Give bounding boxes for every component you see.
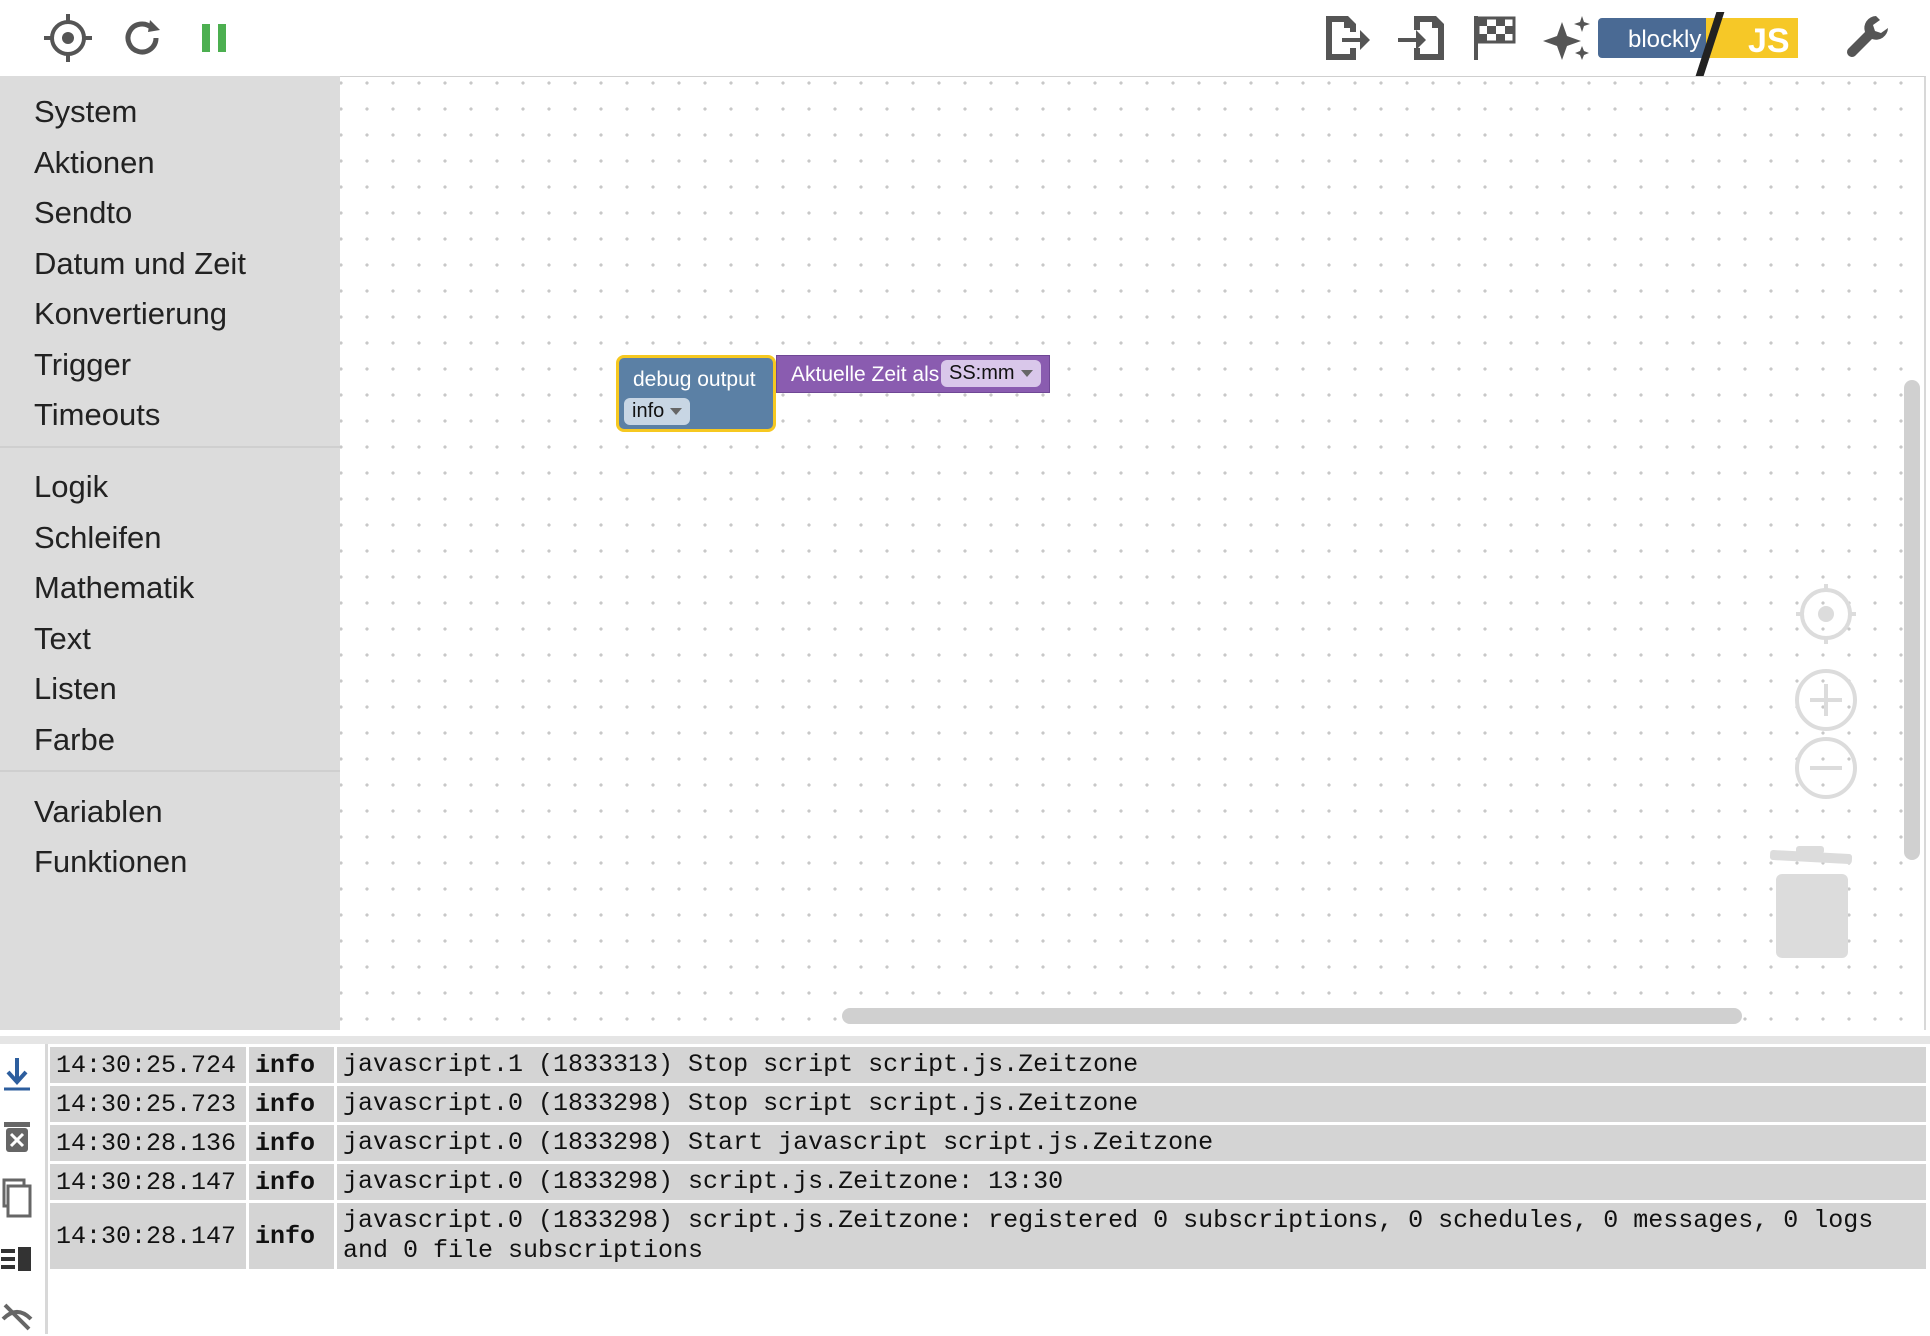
toolbar: blockly JS: [0, 0, 1930, 76]
category-sendto[interactable]: Sendto: [34, 195, 133, 230]
sidebar-separator: [0, 770, 340, 772]
log-time: 14:30:28.147: [50, 1203, 246, 1269]
category-aktionen[interactable]: Aktionen: [34, 145, 155, 180]
category-system[interactable]: System: [34, 94, 138, 129]
category-mathematik[interactable]: Mathematik: [34, 570, 195, 605]
logo-yellow-part: [1706, 18, 1798, 58]
current-time-label: Aktuelle Zeit als: [791, 363, 940, 386]
log-row: 14:30:28.136 info javascript.0 (1833298)…: [50, 1125, 1926, 1161]
chevron-down-icon: [670, 408, 683, 415]
log-message: javascript.1 (1833313) Stop script scrip…: [337, 1047, 1926, 1083]
log-level-dropdown[interactable]: info: [624, 398, 691, 425]
category-timeouts[interactable]: Timeouts: [34, 397, 161, 432]
log-time: 14:30:28.136: [50, 1125, 246, 1161]
copy-icon[interactable]: [0, 1178, 34, 1218]
log-level: info: [249, 1203, 334, 1269]
debug-output-block[interactable]: debug output info: [616, 355, 776, 432]
time-format-value: SS:mm: [949, 362, 1015, 384]
crosshair-icon[interactable]: [40, 12, 96, 64]
reload-icon[interactable]: [114, 12, 170, 64]
category-farbe[interactable]: Farbe: [34, 722, 115, 757]
log-level: info: [249, 1047, 334, 1083]
category-schleifen[interactable]: Schleifen: [34, 520, 162, 555]
horizontal-scrollbar[interactable]: [842, 1008, 1742, 1024]
category-datum-und-zeit[interactable]: Datum und Zeit: [34, 246, 246, 281]
sparkle-icon[interactable]: [1540, 12, 1596, 64]
log-message: javascript.0 (1833298) script.js.Zeitzon…: [337, 1164, 1926, 1200]
chevron-down-icon: [1020, 370, 1033, 377]
hide-icon[interactable]: [0, 1296, 34, 1336]
category-logik[interactable]: Logik: [34, 469, 109, 504]
export-icon[interactable]: [1318, 12, 1374, 64]
current-time-block[interactable]: Aktuelle Zeit als SS:mm: [776, 355, 1050, 393]
category-funktionen[interactable]: Funktionen: [34, 844, 188, 879]
log-message: javascript.0 (1833298) Start javascript …: [337, 1125, 1926, 1161]
zoom-out-icon[interactable]: [1794, 736, 1858, 805]
log-row: 14:30:28.147 info javascript.0 (1833298)…: [50, 1164, 1926, 1200]
log-time: 14:30:25.723: [50, 1086, 246, 1122]
import-icon[interactable]: [1392, 12, 1448, 64]
log-message: javascript.0 (1833298) Stop script scrip…: [337, 1086, 1926, 1122]
log-level: info: [249, 1125, 334, 1161]
scroll-down-icon[interactable]: [0, 1054, 34, 1094]
center-icon[interactable]: [1796, 584, 1856, 649]
logo-text-blockly: blockly: [1628, 26, 1702, 53]
zoom-in-icon[interactable]: [1794, 668, 1858, 737]
log-row: 14:30:28.147 info javascript.0 (1833298)…: [50, 1203, 1926, 1269]
log-level-value: info: [632, 400, 665, 422]
time-format-dropdown[interactable]: SS:mm: [941, 360, 1041, 387]
list-view-icon[interactable]: [0, 1240, 34, 1280]
logo-text-js: JS: [1748, 22, 1790, 60]
blockly-js-logo[interactable]: blockly JS: [1598, 12, 1798, 76]
checkered-flag-icon[interactable]: [1466, 12, 1522, 64]
clear-log-icon[interactable]: [0, 1116, 34, 1156]
log-level: info: [249, 1164, 334, 1200]
category-listen[interactable]: Listen: [34, 671, 117, 706]
log-row: 14:30:25.724 info javascript.1 (1833313)…: [50, 1047, 1926, 1083]
blockly-workspace[interactable]: [340, 76, 1926, 1030]
log-toolbar: [0, 1044, 48, 1334]
sidebar-separator: [0, 446, 340, 448]
log-message: javascript.0 (1833298) script.js.Zeitzon…: [337, 1203, 1926, 1269]
workspace-grid: [340, 76, 1926, 1030]
category-text[interactable]: Text: [34, 621, 91, 656]
wrench-icon[interactable]: [1840, 12, 1896, 64]
category-trigger[interactable]: Trigger: [34, 347, 132, 382]
debug-output-label: debug output: [633, 368, 756, 391]
log-resize-divider[interactable]: [0, 1036, 1930, 1044]
category-konvertierung[interactable]: Konvertierung: [34, 296, 228, 331]
trash-icon[interactable]: [1766, 846, 1856, 965]
log-time: 14:30:25.724: [50, 1047, 246, 1083]
log-table: 14:30:25.724 info javascript.1 (1833313)…: [50, 1047, 1926, 1272]
log-level: info: [249, 1086, 334, 1122]
log-time: 14:30:28.147: [50, 1164, 246, 1200]
vertical-scrollbar[interactable]: [1904, 380, 1920, 860]
category-variablen[interactable]: Variablen: [34, 794, 163, 829]
category-sidebar: System Aktionen Sendto Datum und Zeit Ko…: [0, 76, 340, 1030]
pause-icon[interactable]: [186, 12, 242, 64]
logo-blue-part: [1598, 18, 1714, 58]
log-row: 14:30:25.723 info javascript.0 (1833298)…: [50, 1086, 1926, 1122]
